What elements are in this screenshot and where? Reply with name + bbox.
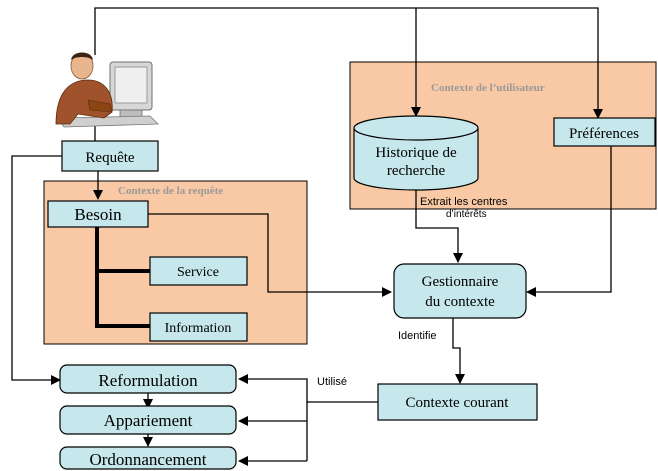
search-history-cylinder xyxy=(353,115,479,191)
preferences-label: Préférences xyxy=(569,126,639,142)
used-label: Utilisé xyxy=(317,376,347,388)
matching-label: Appariement xyxy=(104,411,193,430)
request-box xyxy=(61,140,159,172)
current-context-label: Contexte courant xyxy=(406,395,510,411)
information-box xyxy=(149,312,248,342)
context-manager-box xyxy=(393,263,527,319)
reformulation-box xyxy=(59,364,237,394)
ranking-box xyxy=(59,446,237,470)
request-to-reformulation-arrow xyxy=(11,155,62,385)
to-reformulation-arrow xyxy=(238,374,308,402)
service-box xyxy=(149,256,248,286)
context-manager-line1: Gestionnaire xyxy=(422,274,499,290)
need-box xyxy=(47,200,149,228)
information-label: Information xyxy=(165,321,232,336)
reformulation-label: Reformulation xyxy=(98,371,198,390)
history-to-manager-arrow xyxy=(415,190,463,263)
preferences-box xyxy=(553,117,656,147)
history-label-line2: recherche xyxy=(387,163,446,179)
request-label: Requête xyxy=(85,150,134,166)
need-label: Besoin xyxy=(74,205,122,224)
query-context-title: Contexte de la requête xyxy=(118,185,223,197)
connectors xyxy=(11,7,612,466)
user-at-computer-icon xyxy=(55,52,159,128)
ranking-label: Ordonnancement xyxy=(89,450,206,469)
current-to-steps-line xyxy=(306,401,378,461)
extract-label-line1: Extrait les centres xyxy=(420,196,508,208)
current-context-box xyxy=(377,383,538,421)
user-context-title: Contexte de l’utilisateur xyxy=(431,82,545,94)
identifies-label: Identifie xyxy=(398,330,437,342)
matching-box xyxy=(59,405,237,435)
service-label: Service xyxy=(177,265,219,280)
need-subtree xyxy=(95,226,150,328)
top-connector xyxy=(94,7,603,119)
context-manager-line2: du contexte xyxy=(425,294,495,310)
need-to-manager-arrow xyxy=(148,213,392,297)
manager-to-current-arrow xyxy=(452,318,465,384)
extract-label-line2: d’intérêts xyxy=(446,209,487,220)
preferences-to-manager-arrow xyxy=(526,146,612,297)
history-label-line1: Historique de xyxy=(375,145,457,161)
